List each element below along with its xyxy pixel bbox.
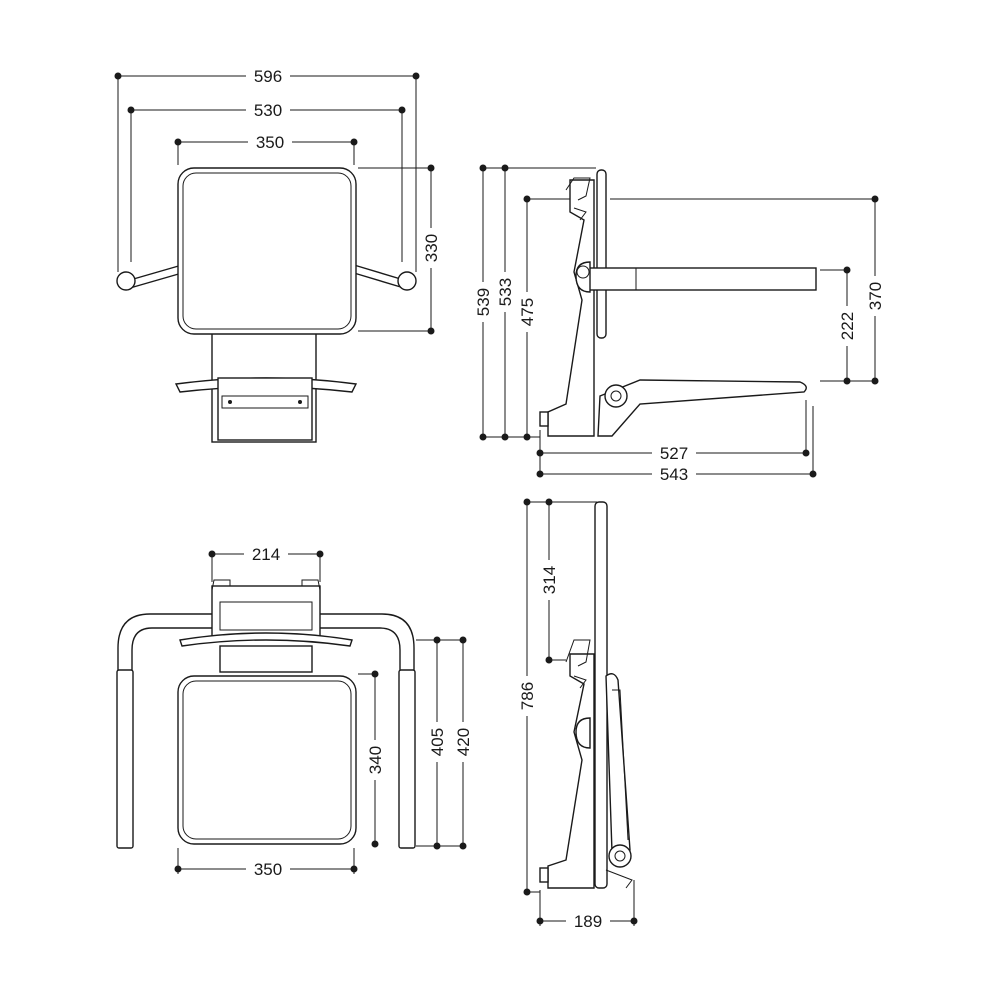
right-arm-rod xyxy=(353,264,405,281)
side-view-open-dimensions: 539 533 475 222 370 527 543 xyxy=(473,164,885,484)
seat-outline xyxy=(177,167,357,335)
side-view-open xyxy=(539,169,817,437)
folded-armrest xyxy=(594,501,608,889)
seat-top-outline xyxy=(177,675,357,845)
hinge-slot xyxy=(221,395,309,409)
dim-seat-projection: 527 xyxy=(660,444,688,463)
dim-seat-width-top: 350 xyxy=(254,860,282,879)
dim-total-height: 539 xyxy=(474,288,493,316)
folded-seat-edge xyxy=(612,689,629,841)
right-arm-knob xyxy=(397,271,417,291)
wall-stop xyxy=(539,411,549,427)
dim-overall-width: 596 xyxy=(254,67,282,86)
dim-seat-width: 350 xyxy=(256,133,284,152)
bracket-hook-left xyxy=(211,579,231,591)
seat-top-inner xyxy=(182,680,352,840)
seat-open xyxy=(597,379,807,437)
hinge-bracket xyxy=(217,377,313,441)
folded-top-hook xyxy=(565,639,591,667)
dim-overall-projection: 543 xyxy=(660,465,688,484)
folded-wall-stop xyxy=(539,867,549,883)
top-hook xyxy=(565,177,591,201)
dim-folded-depth: 189 xyxy=(574,912,602,931)
hook-notch xyxy=(573,207,587,221)
dim-height-seat: 475 xyxy=(518,298,537,326)
dim-arm-length: 405 xyxy=(428,728,447,756)
backrest-plate xyxy=(596,169,607,339)
folded-seat xyxy=(605,673,631,853)
dim-upper-offset: 314 xyxy=(540,566,559,594)
dim-seat-depth: 330 xyxy=(422,234,441,262)
seat-hinge xyxy=(604,384,628,408)
dim-arm-width: 530 xyxy=(254,101,282,120)
folded-wall-body xyxy=(547,653,595,889)
left-arm-knob xyxy=(116,271,136,291)
wall-bracket xyxy=(211,585,321,639)
left-arm-grip xyxy=(116,669,134,849)
top-view-dimensions: 214 340 405 420 350 xyxy=(174,544,473,879)
dim-overall-length: 420 xyxy=(454,728,473,756)
bracket-hook-right xyxy=(301,579,321,591)
left-arm-rod xyxy=(129,264,183,281)
screw-icon xyxy=(228,400,232,404)
seat-inner xyxy=(182,172,352,330)
dim-backrest-height: 370 xyxy=(866,282,885,310)
folded-hinge xyxy=(608,844,632,868)
dim-seat-length: 340 xyxy=(366,746,385,774)
folded-arm-pivot xyxy=(575,717,591,749)
dim-folded-height: 786 xyxy=(518,682,537,710)
side-view-folded-dimensions: 786 314 189 xyxy=(517,498,638,931)
screw-icon xyxy=(298,400,302,404)
dim-bracket-width: 214 xyxy=(252,545,280,564)
armrest xyxy=(587,267,817,291)
front-view-dimensions: 596 530 350 330 xyxy=(114,66,441,335)
side-view-folded xyxy=(539,501,633,889)
top-view xyxy=(116,579,416,849)
folded-seat-foot xyxy=(605,869,633,889)
wall-body xyxy=(547,179,595,437)
seat-lip xyxy=(179,632,353,647)
front-view xyxy=(116,167,417,443)
dim-height-arm: 533 xyxy=(496,278,515,306)
bracket-slot xyxy=(219,601,313,631)
folded-hook-notch xyxy=(573,675,587,689)
hinge-block xyxy=(219,645,313,673)
dim-arm-above-seat: 222 xyxy=(838,312,857,340)
right-arm-grip xyxy=(398,669,416,849)
left-arm-rod-lower xyxy=(129,272,183,289)
right-arm-rod-lower xyxy=(353,272,405,289)
